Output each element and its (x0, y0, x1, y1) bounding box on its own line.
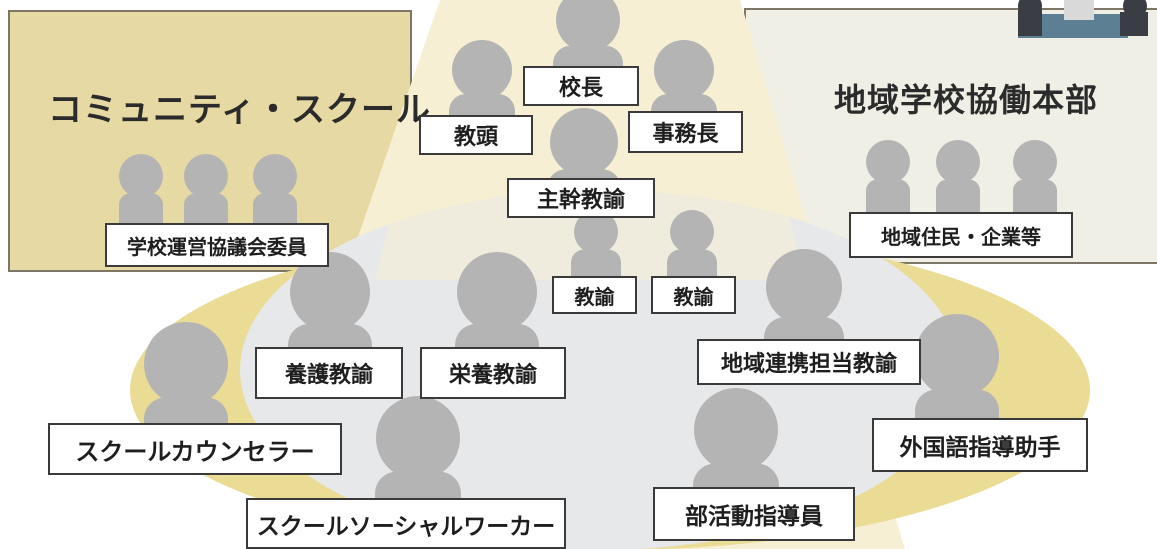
person-silhouette (184, 154, 228, 234)
community-liaison-teacher-label: 地域連携担当教諭 (697, 339, 921, 385)
meeting-icon (1018, 0, 1148, 38)
office-manager-label: 事務長 (628, 111, 743, 153)
person-silhouette (253, 154, 297, 234)
teacher-label-left: 教諭 (552, 276, 637, 314)
nurse-teacher-label: 養護教諭 (255, 347, 403, 399)
teacher-label-right: 教諭 (651, 276, 736, 314)
person-silhouette (119, 154, 163, 234)
school-social-worker-label: スクールソーシャルワーカー (246, 498, 566, 549)
senior-teacher-label: 主幹教諭 (507, 178, 655, 218)
residents-companies-label: 地域住民・企業等 (849, 212, 1073, 258)
nutrition-teacher-label: 栄養教諭 (420, 347, 566, 399)
foreign-language-assistant-label: 外国語指導助手 (872, 418, 1088, 472)
club-activity-instructor-label: 部活動指導員 (653, 487, 855, 541)
council-members-label: 学校運営協議会委員 (105, 223, 329, 267)
regional-headquarters-title: 地域学校協働本部 (834, 81, 1099, 119)
principal-label: 校長 (523, 66, 639, 106)
school-counselor-label: スクールカウンセラー (48, 423, 342, 475)
vice-principal-label: 教頭 (419, 115, 533, 155)
community-school-title: コミュニティ・スクール (48, 90, 431, 130)
